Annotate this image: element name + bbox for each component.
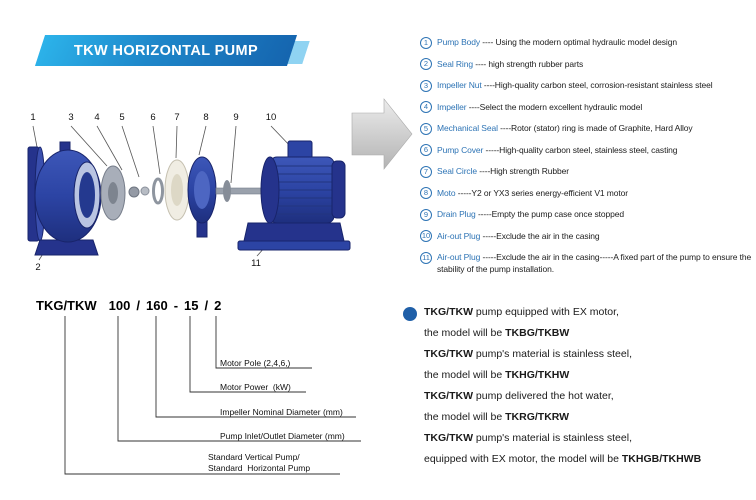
part-description: -----Exclude the air in the casing [480, 230, 600, 241]
part-number-badge: 6 [420, 144, 432, 156]
part-number-label: 1 [30, 112, 36, 123]
model-code-connector-lines [64, 316, 361, 475]
label-inlet-outlet: Pump Inlet/Outlet Diameter (mm) [220, 431, 345, 441]
part-number-label: 5 [119, 112, 125, 123]
part-name: Mechanical Seal [437, 123, 498, 133]
part-name: Seal Circle [437, 166, 477, 176]
part-description: -----Y2 or YX3 series energy-efficient V… [455, 187, 629, 198]
label-standard-pump-2: Standard Horizontal Pump [208, 463, 311, 473]
motor [237, 140, 351, 251]
note-line: the model will be TKBG/TKBW [424, 327, 570, 339]
part-number-label: 8 [203, 112, 209, 123]
part-number-label: 11 [251, 258, 261, 269]
note-line: TKG/TKW pump's material is stainless ste… [424, 432, 632, 444]
part-description: ----Select the modern excellent hydrauli… [466, 101, 643, 112]
part-description: -----High-quality carbon steel, stainles… [483, 144, 678, 155]
part-item: 8 Moto -----Y2 or YX3 series energy-effi… [420, 187, 754, 199]
part-number-label: 3 [68, 112, 74, 123]
part-number-label: 10 [265, 112, 277, 123]
label-motor-pole: Motor Pole (2,4,6,) [220, 358, 291, 368]
part-description: -----Empty the pump case once stopped [475, 209, 625, 219]
mechanical-seal [152, 177, 164, 205]
part-number-badge: 3 [420, 79, 432, 92]
note-line: TKG/TKW pump delivered the hot water, [424, 390, 614, 402]
model-variant-notes: TKG/TKW pump equipped with EX motor, the… [424, 306, 754, 474]
part-description: ---- high strength rubber parts [472, 58, 584, 69]
model-code-token: / [136, 298, 140, 313]
leader-lines [32, 125, 294, 261]
part-number-badge: 8 [420, 187, 432, 199]
part-number-badge: 9 [420, 208, 432, 221]
part-item: 11 Air-out Plug -----Exclude the air in … [420, 251, 754, 275]
part-name: Impeller Nut [437, 80, 482, 90]
part-number-badge: 4 [420, 101, 432, 113]
pump-casing [27, 141, 102, 256]
bullet-dot-icon [403, 307, 417, 321]
part-number-label: 2 [35, 262, 41, 273]
model-code-token: / [204, 298, 209, 313]
part-number-label: 4 [94, 112, 100, 123]
part-name: Air-out Plug [437, 230, 481, 241]
part-name: Air-out Plug [437, 252, 481, 262]
part-item: 5 Mechanical Seal ----Rotor (stator) rin… [420, 122, 754, 135]
part-name: Drain Plug [437, 209, 476, 219]
part-number-badge: 1 [420, 36, 432, 49]
part-item: 3 Impeller Nut ----High-quality carbon s… [420, 79, 754, 92]
arrow-right-icon [351, 98, 413, 170]
part-name: Impeller [437, 101, 467, 112]
part-item: 1 Pump Body ---- Using the modern optima… [420, 36, 754, 49]
page-title: TKW HORIZONTAL PUMP [73, 42, 259, 59]
model-code-token: - [173, 298, 179, 313]
part-name: Pump Body [437, 37, 481, 47]
part-item: 6 Pump Cover -----High-quality carbon st… [420, 144, 754, 156]
note-line: equipped with EX motor, the model will b… [424, 453, 702, 465]
label-motor-power: Motor Power (kW) [220, 382, 291, 392]
model-code-token: 15 [184, 298, 199, 313]
part-item: 7 Seal Circle ----High strength Rubber [420, 165, 754, 178]
model-code-token: 160 [145, 298, 168, 313]
parts-list: 1 Pump Body ---- Using the modern optima… [420, 36, 754, 275]
impeller-nut [128, 186, 150, 198]
part-description: ----Rotor (stator) ring is made of Graph… [497, 123, 693, 133]
part-item: 2 Seal Ring ---- high strength rubber pa… [420, 58, 754, 70]
note-line: the model will be TKHG/TKHW [424, 369, 570, 381]
label-impeller-diameter: Impeller Nominal Diameter (mm) [220, 407, 343, 417]
part-description: ----High strength Rubber [477, 166, 569, 176]
part-number-badge: 11 [420, 251, 432, 264]
part-name: Pump Cover [437, 144, 484, 155]
label-standard-pump-1: Standard Vertical Pump/ [208, 452, 300, 462]
seal-gasket [164, 159, 190, 221]
part-number-badge: 2 [420, 58, 432, 70]
part-number-badge: 5 [420, 122, 432, 135]
part-item: 9 Drain Plug -----Empty the pump case on… [420, 208, 754, 221]
part-name: Seal Ring [437, 58, 473, 69]
part-number-label: 9 [233, 112, 239, 123]
part-description: -----Exclude the air in the casing-----A… [437, 252, 752, 274]
note-line: TKG/TKW pump's material is stainless ste… [424, 348, 632, 360]
part-description: ---- Using the modern optimal hydraulic … [480, 37, 677, 47]
part-number-label: 6 [150, 112, 156, 123]
model-code-token: TKG/TKW [36, 298, 97, 313]
title-banner: TKW HORIZONTAL PUMP [34, 35, 298, 66]
part-number-badge: 7 [420, 165, 432, 178]
part-item: 10 Air-out Plug -----Exclude the air in … [420, 230, 754, 242]
impeller [100, 165, 126, 221]
pump-cover [187, 156, 217, 238]
part-number-badge: 10 [420, 230, 432, 242]
part-item: 4 Impeller ----Select the modern excelle… [420, 101, 754, 113]
shaft [215, 180, 269, 202]
part-name: Moto [437, 187, 456, 198]
part-number-label: 7 [174, 112, 180, 123]
note-line: the model will be TKRG/TKRW [424, 411, 570, 423]
part-description: ----High-quality carbon steel, corrosion… [481, 80, 713, 90]
model-code-token: 2 [214, 298, 222, 313]
pump-exploded-view [27, 140, 351, 256]
model-code-token: 100 [108, 298, 131, 313]
model-code: TKG/TKW 100 / 160 - 15 / 2 [36, 298, 221, 313]
note-line: TKG/TKW pump equipped with EX motor, [424, 306, 619, 318]
